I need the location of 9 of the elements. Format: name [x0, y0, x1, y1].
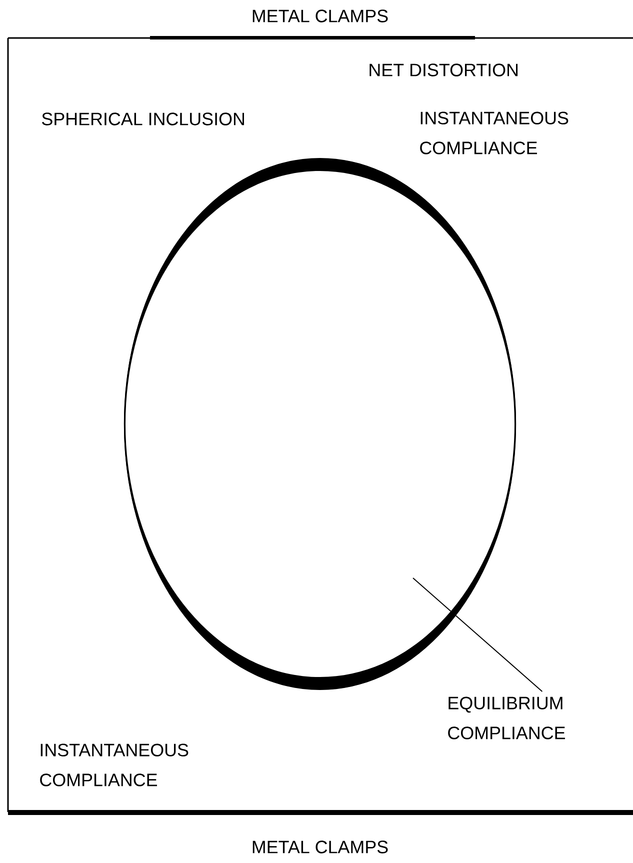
label: INSTANTANEOUS COMPLIANCE	[40, 744, 188, 786]
clamp-label: METAL CLAMPS	[252, 10, 388, 22]
clamp-label: METAL CLAMPS	[252, 840, 388, 854]
leader-line	[412, 578, 543, 692]
inclusion-ellipse	[124, 158, 516, 690]
label: INSTANTANEOUS COMPLIANCE	[420, 112, 568, 154]
label: SPHERICAL INCLUSION	[42, 112, 244, 126]
label: NET DISTORTION	[370, 64, 518, 76]
leader-label: EQUILIBRIUM COMPLIANCE	[448, 696, 565, 740]
